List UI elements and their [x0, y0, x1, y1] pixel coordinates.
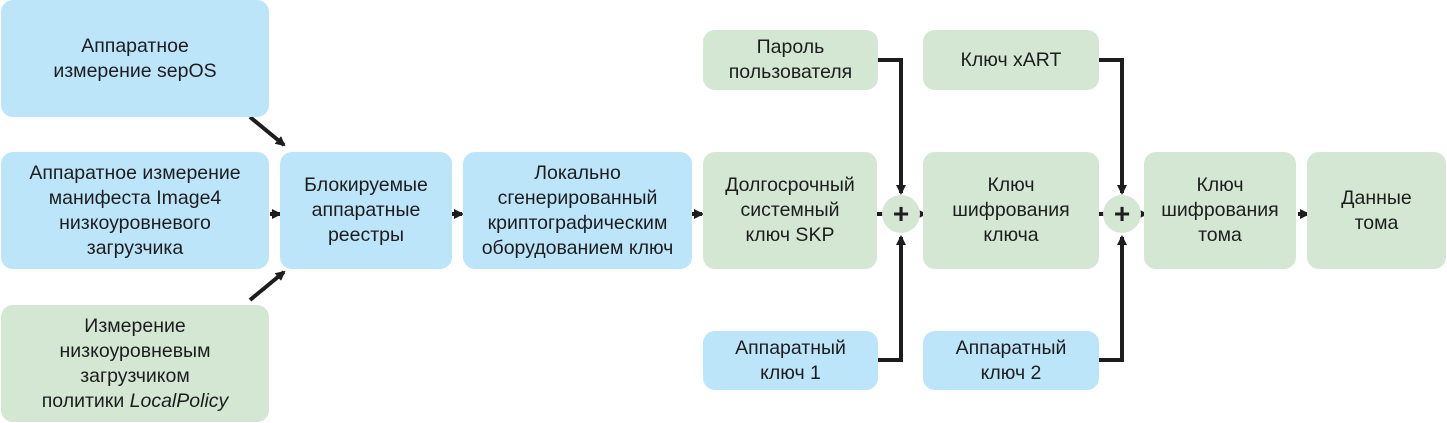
node-volume-data: Данные тома — [1307, 152, 1446, 269]
node-volume-encryption-key: Ключ шифрования тома — [1144, 152, 1296, 269]
node-volume-data-label: Данные тома — [1341, 186, 1412, 234]
node-sepos-measurement: Аппаратное измерение sepOS — [1, 0, 269, 117]
plus-operator-1-label: + — [893, 198, 909, 229]
node-lockable-registers-label: Блокируемые аппаратные реестры — [304, 174, 428, 246]
node-volume-encryption-key-label: Ключ шифрования тома — [1161, 174, 1279, 246]
plus-operator-2 — [1103, 195, 1141, 233]
node-manifest-measurement-label: Аппаратное измерение манифеста Image4 ни… — [29, 161, 241, 259]
arrow-localpolicy-to-registers — [248, 270, 286, 302]
node-localpolicy-measurement-italic: LocalPolicy — [129, 389, 229, 412]
node-hardware-key-1-label: Аппаратный ключ 1 — [735, 336, 846, 384]
node-xart-key: Ключ xART — [923, 30, 1099, 90]
node-key-encryption-key: Ключ шифрования ключа — [923, 152, 1099, 269]
node-key-encryption-key-label: Ключ шифрования ключа — [952, 174, 1070, 246]
node-hardware-key-1: Аппаратный ключ 1 — [703, 331, 878, 390]
node-xart-key-label: Ключ xART — [960, 48, 1062, 71]
node-localpolicy-measurement-text: Измерение низкоуровневым загрузчиком пол… — [42, 314, 229, 414]
arrow-hwkey2-to-plus2 — [1099, 235, 1127, 362]
node-local-hardware-key: Локально сгенерированный криптографическ… — [463, 152, 692, 269]
node-local-hardware-key-label: Локально сгенерированный криптографическ… — [481, 161, 674, 259]
node-manifest-measurement: Аппаратное измерение манифеста Image4 ни… — [1, 152, 269, 269]
node-localpolicy-measurement: Измерение низкоуровневым загрузчиком пол… — [1, 305, 269, 422]
plus-operator-2-label: + — [1114, 198, 1130, 229]
node-hardware-key-2-label: Аппаратный ключ 2 — [955, 336, 1067, 384]
plus-operator-1 — [882, 195, 920, 233]
node-skp-key-label: Долгосрочный системный ключ SKP — [725, 174, 855, 246]
arrow-password-to-plus1 — [878, 58, 906, 195]
node-sepos-measurement-label: Аппаратное измерение sepOS — [53, 34, 217, 82]
node-user-password: Пароль пользователя — [703, 30, 878, 90]
node-user-password-label: Пароль пользователя — [728, 36, 853, 83]
node-hardware-key-2: Аппаратный ключ 2 — [923, 331, 1099, 390]
arrow-hwkey1-to-plus1 — [878, 235, 906, 362]
node-lockable-registers: Блокируемые аппаратные реестры — [280, 152, 452, 269]
arrow-sepos-to-registers — [248, 115, 286, 147]
node-localpolicy-measurement-label: Измерение низкоуровневым загрузчиком пол… — [41, 314, 211, 412]
node-skp-key: Долгосрочный системный ключ SKP — [703, 152, 877, 269]
arrow-xart-to-plus2 — [1099, 58, 1127, 195]
